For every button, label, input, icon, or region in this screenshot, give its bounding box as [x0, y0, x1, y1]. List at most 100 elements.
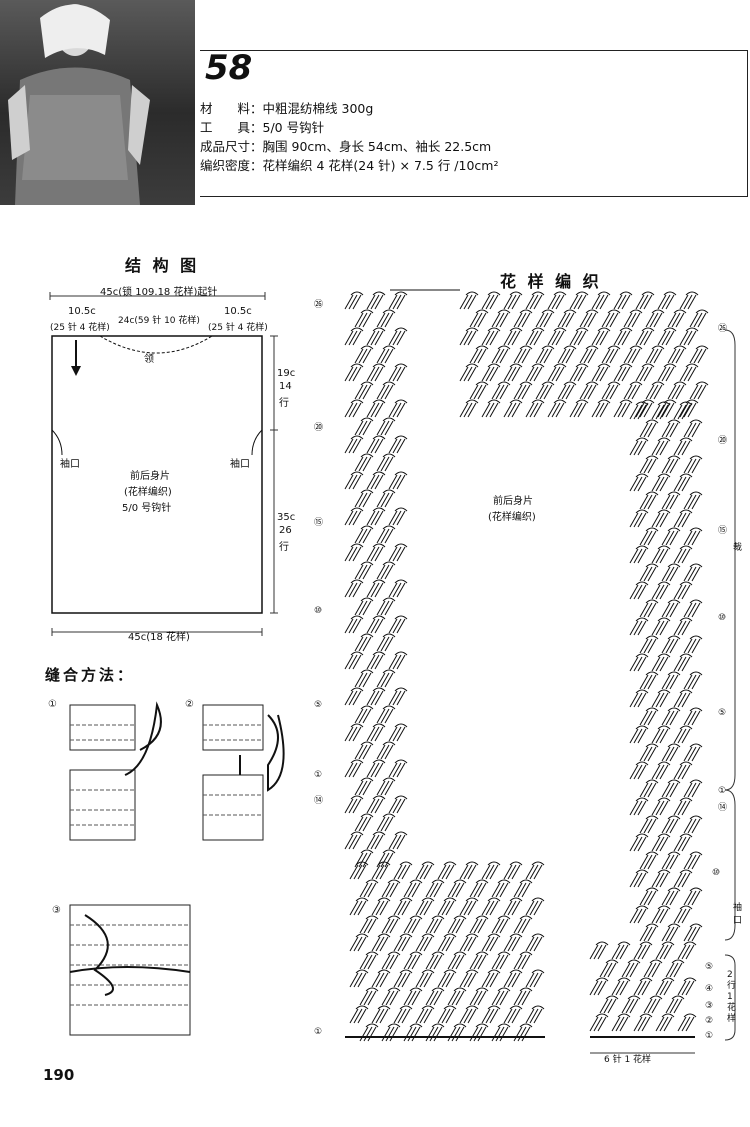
stitch-cluster: [513, 309, 533, 328]
stitch-cluster: [513, 345, 533, 364]
stitch-cluster: [629, 905, 649, 924]
stitch-cluster: [437, 897, 457, 916]
stitch-cluster: [525, 291, 545, 310]
spec-value: 5/0 号钩针: [262, 120, 325, 135]
row-label-left-14: ⑭: [314, 796, 324, 806]
stitch-cluster: [645, 309, 665, 328]
stitch-cluster: [661, 599, 681, 618]
stitch-cluster: [661, 491, 681, 510]
stitch-cluster: [639, 923, 659, 942]
step-1-marker: ①: [48, 699, 57, 710]
stitch-cluster: [403, 879, 423, 898]
row-label-right-5b: ⑤: [705, 962, 714, 972]
stitch-cluster: [629, 725, 649, 744]
stitch-cluster: [503, 861, 523, 880]
stitch-cluster: [354, 345, 374, 364]
stitch-cluster: [661, 779, 681, 798]
stitch-cluster: [393, 1005, 413, 1024]
stitch-cluster: [366, 651, 386, 670]
stitch-cluster: [621, 995, 641, 1014]
stitch-cluster: [415, 933, 435, 952]
stitch-cluster: [344, 651, 364, 670]
spec-gauge: 编织密度：花样编织 4 花样(24 针) × 7.5 行 /10cm²: [200, 155, 498, 174]
stitch-cluster: [344, 831, 364, 850]
stitch-cluster: [354, 525, 374, 544]
seam-step-3-illustration: [69, 904, 191, 1036]
stitch-cluster: [437, 969, 457, 988]
stitch-cluster: [481, 933, 501, 952]
stitch-cluster: [371, 969, 391, 988]
stitch-cluster: [481, 291, 501, 310]
stitch-cluster: [689, 345, 709, 364]
stitch-cluster: [613, 399, 633, 418]
stitch-cluster: [661, 743, 681, 762]
spec-size: 成品尺寸：胸围 90cm、身长 54cm、袖长 22.5cm: [200, 136, 491, 155]
stitch-cluster: [425, 879, 445, 898]
stitch-cluster: [469, 879, 489, 898]
stitch-cluster: [673, 581, 693, 600]
stitch-cluster: [388, 291, 408, 310]
spec-label: 编织密度：: [200, 158, 263, 173]
stitch-cluster: [366, 543, 386, 562]
stitch-cluster: [665, 959, 685, 978]
stitch-cluster: [679, 291, 699, 310]
stitch-cluster: [645, 381, 665, 400]
stitch-cluster: [425, 951, 445, 970]
stitch-cluster: [639, 815, 659, 834]
spec-value: 胸围 90cm、身长 54cm、袖长 22.5cm: [262, 139, 492, 154]
stitch-cluster: [388, 471, 408, 490]
stitch-cluster: [354, 309, 374, 328]
stitch-cluster: [661, 923, 681, 942]
stitch-cluster: [525, 327, 545, 346]
stitch-cluster: [491, 345, 511, 364]
stitch-cluster: [623, 309, 643, 328]
header-bottom-rule: [200, 196, 748, 197]
stitch-cluster: [359, 951, 379, 970]
stitch-cluster: [599, 995, 619, 1014]
stitch-cluster: [459, 399, 479, 418]
left-shoulder-label: 10.5c: [68, 306, 96, 317]
stitch-cluster: [629, 509, 649, 528]
stitch-cluster: [651, 833, 671, 852]
stitch-cluster: [354, 489, 374, 508]
stitch-cluster: [403, 915, 423, 934]
stitch-cluster: [639, 707, 659, 726]
stitch-cluster: [481, 327, 501, 346]
stitch-cluster: [388, 795, 408, 814]
stitch-cluster: [513, 951, 533, 970]
stitch-cluster: [513, 915, 533, 934]
stitch-cluster: [673, 509, 693, 528]
row-label-left-26: ㉖: [314, 300, 324, 310]
stitch-cluster: [557, 309, 577, 328]
stitch-cluster: [503, 363, 523, 382]
stitch-cluster: [388, 687, 408, 706]
stitch-cluster: [673, 761, 693, 780]
stitch-cluster: [683, 419, 703, 438]
stitch-cluster: [683, 887, 703, 906]
pattern-number: 58: [205, 48, 253, 88]
stitch-cluster: [629, 797, 649, 816]
stitch-cluster: [683, 779, 703, 798]
stitch-cluster: [354, 669, 374, 688]
stitch-cluster: [591, 363, 611, 382]
stitch-cluster: [344, 543, 364, 562]
stitch-cluster: [503, 399, 523, 418]
stitch-cluster: [354, 633, 374, 652]
stitch-cluster: [683, 455, 703, 474]
repeat-rows-label: 2 行 1 花样: [727, 970, 737, 1024]
crochet-chart: [344, 289, 736, 1054]
row-label-right-10b: ⑩: [712, 868, 721, 878]
row-label-left-1: ①: [314, 770, 323, 780]
seam-step-1-illustration: [69, 701, 162, 841]
row-label-right-5: ⑤: [718, 708, 727, 718]
stitch-cluster: [683, 707, 703, 726]
stitch-cluster: [547, 399, 567, 418]
stitch-cluster: [354, 561, 374, 580]
stitch-cluster: [491, 951, 511, 970]
stitch-cluster: [639, 455, 659, 474]
stitch-cluster: [393, 969, 413, 988]
stitch-cluster: [366, 435, 386, 454]
stitch-cluster: [376, 669, 396, 688]
stitch-cluster: [459, 1005, 479, 1024]
structure-title: 结 构 图: [125, 256, 200, 275]
